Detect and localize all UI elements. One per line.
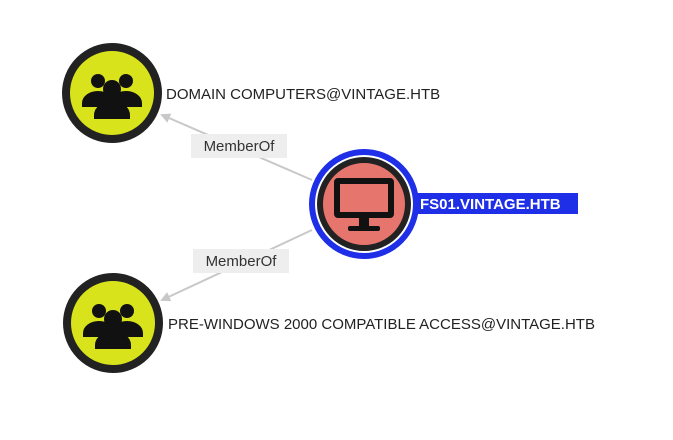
edge-label: MemberOf [206,253,278,270]
edge-memberof-pre-windows-2000[interactable]: MemberOf [160,229,313,302]
users-group-icon [83,304,143,349]
users-group-icon [82,74,142,119]
edge-label: MemberOf [204,138,276,155]
node-domain-computers[interactable]: DOMAIN COMPUTERS@VINTAGE.HTB [62,43,440,143]
node-label-highlight [416,193,578,214]
node-label[interactable]: PRE-WINDOWS 2000 COMPATIBLE ACCESS@VINTA… [168,316,595,333]
node-label[interactable]: FS01.VINTAGE.HTB [420,196,561,213]
edge-label-background [191,134,287,158]
node-label[interactable]: DOMAIN COMPUTERS@VINTAGE.HTB [166,86,440,103]
node-pre-windows-2000[interactable]: PRE-WINDOWS 2000 COMPATIBLE ACCESS@VINTA… [63,273,595,373]
node-fs01[interactable]: FS01.VINTAGE.HTB [309,149,578,259]
computer-monitor-icon [334,178,394,231]
edge-label-background [193,249,289,273]
edge-memberof-domain-computers[interactable]: MemberOf [160,113,313,181]
